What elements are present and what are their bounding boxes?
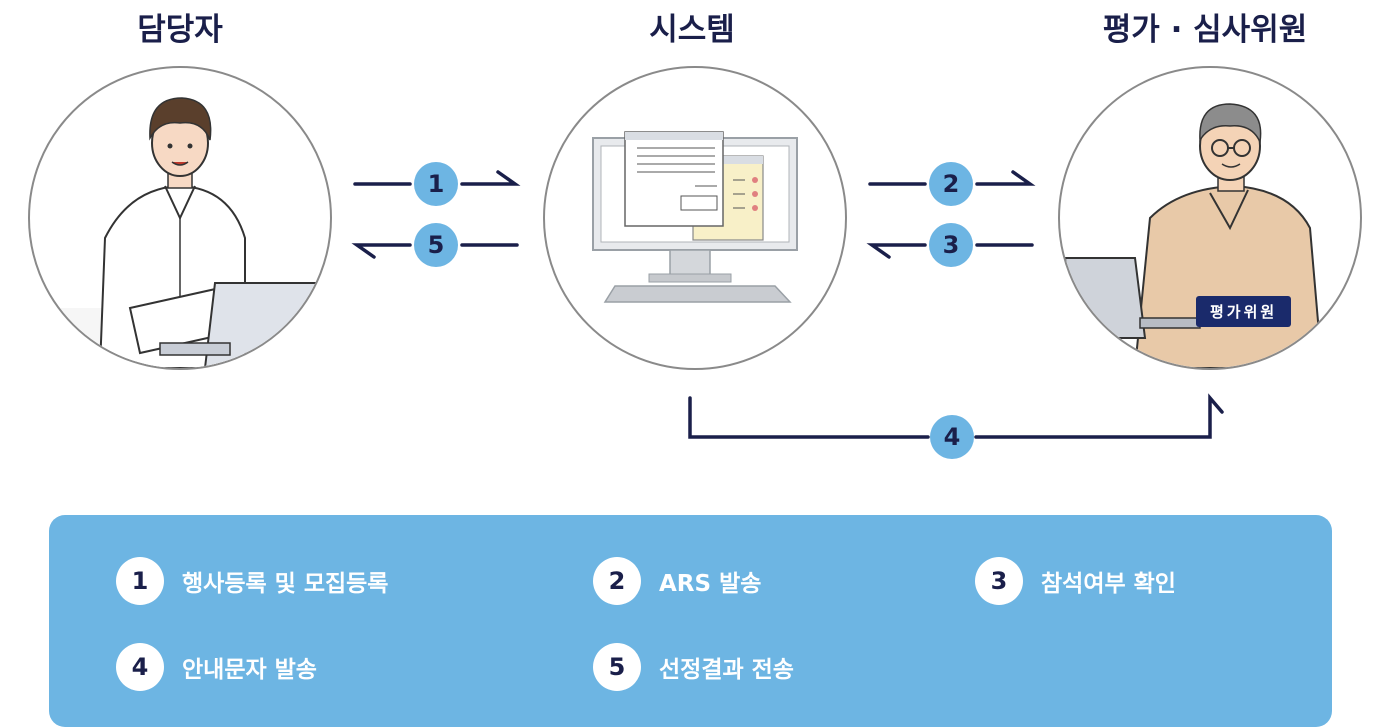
flow-badge-2: 2 (929, 162, 973, 206)
legend-label: 행사등록 및 모집등록 (182, 571, 389, 597)
legend-number: 1 (116, 557, 164, 605)
legend-number: 4 (116, 643, 164, 691)
evaluator-tag: 평가위원 (1196, 296, 1292, 327)
legend-label: 선정결과 전송 (659, 657, 794, 683)
legend-item-3: 3 참석여부 확인 (975, 557, 1176, 605)
legend-number: 3 (975, 557, 1023, 605)
flow-badge-1: 1 (414, 162, 458, 206)
manager-title: 담당자 (137, 12, 223, 48)
legend-number: 5 (593, 643, 641, 691)
system-title: 시스템 (649, 12, 735, 48)
legend-label: 안내문자 발송 (182, 657, 317, 683)
legend-number: 2 (593, 557, 641, 605)
legend-item-1: 1 행사등록 및 모집등록 (116, 557, 388, 605)
flow-badge-5: 5 (414, 223, 458, 267)
legend-panel: 1 행사등록 및 모집등록 2 ARS 발송 3 참석여부 확인 4 안내문자 … (49, 515, 1332, 727)
legend-item-4: 4 안내문자 발송 (116, 643, 317, 691)
legend-item-5: 5 선정결과 전송 (593, 643, 794, 691)
flow-badge-4: 4 (930, 415, 974, 459)
legend-item-2: 2 ARS 발송 (593, 557, 761, 605)
legend-label: 참석여부 확인 (1041, 571, 1176, 597)
legend-label: ARS 발송 (659, 571, 762, 597)
flow-arrows (351, 170, 1224, 439)
flow-badge-3: 3 (929, 223, 973, 267)
system-illustration (543, 66, 847, 370)
evaluator-title: 평가 · 심사위원 (1102, 12, 1308, 48)
